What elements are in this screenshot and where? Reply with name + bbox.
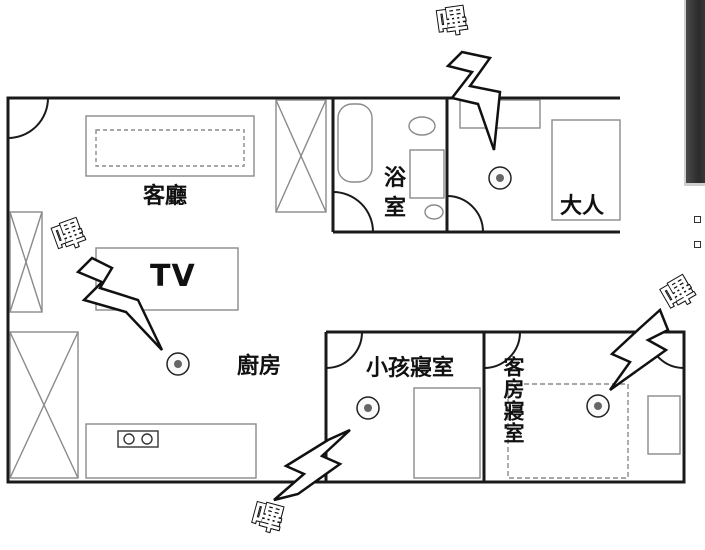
walls <box>6 96 686 484</box>
furniture <box>9 99 681 479</box>
smoke-detectors <box>166 166 610 420</box>
tv-label: TV <box>150 259 196 294</box>
alarm-beep-label: 嗶 <box>434 2 471 43</box>
lightning-icon <box>608 307 670 392</box>
guest-room-label: 客房寢室 <box>501 356 525 444</box>
child-bedroom-label: 小孩寢室 <box>366 356 455 381</box>
lightning-icon <box>75 256 164 351</box>
door-swings <box>7 97 685 369</box>
lightning-icons <box>75 50 670 502</box>
photo-thumbnail <box>684 0 705 186</box>
kitchen-label: 廚房 <box>237 354 282 379</box>
bullet-marker <box>694 216 701 223</box>
living-room-label: 客廳 <box>143 184 188 209</box>
bathroom-label-line1: 浴 <box>384 166 407 191</box>
bullet-marker <box>694 241 701 248</box>
lightning-icon <box>273 428 351 502</box>
lightning-icon <box>445 50 502 151</box>
bathroom-label-line2: 室 <box>384 196 407 221</box>
master-bedroom-label: 大人 <box>560 194 605 219</box>
